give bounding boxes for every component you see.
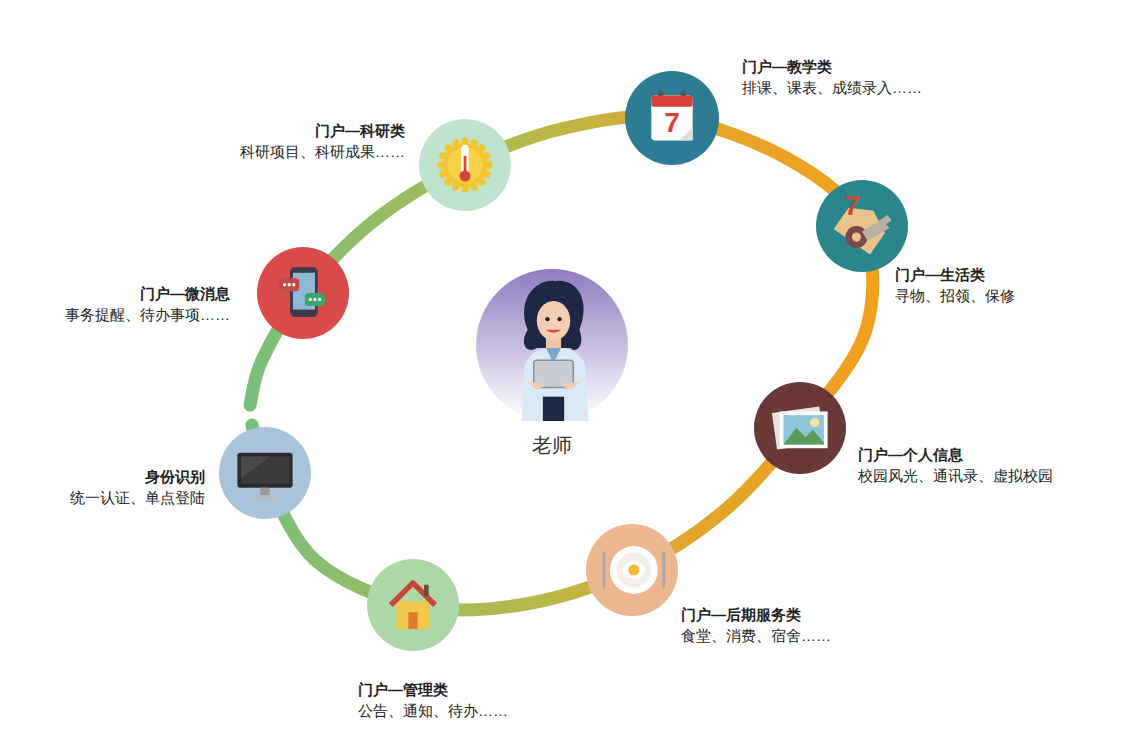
portal-circle: 门户—个人信息校园风光、通讯录、虚拟校园 [754, 382, 846, 474]
portal-detail: 公告、通知、待办…… [358, 700, 508, 721]
portal-detail: 科研项目、科研成果…… [240, 141, 405, 162]
text-block: 身份识别统一认证、单点登陆 [70, 466, 205, 508]
icon-circle [586, 524, 678, 616]
icon-circle [816, 180, 908, 272]
portal-circle: 门户—后期服务类食堂、消费、宿舍…… [586, 524, 678, 616]
portal-circle: 门户—生活类寻物、招领、保修 [816, 180, 908, 272]
portal-heading: 门户—教学类 [742, 56, 922, 77]
portal-circle: 门户—管理类公告、通知、待办…… [367, 559, 459, 651]
teacher-circle: 老师 [476, 269, 628, 421]
text-block: 门户—个人信息校园风光、通讯录、虚拟校园 [858, 444, 1053, 486]
portal-detail: 校园风光、通讯录、虚拟校园 [858, 465, 1053, 486]
text-block: 门户—生活类寻物、招领、保修 [895, 264, 1015, 306]
portal-heading: 门户—后期服务类 [681, 604, 831, 625]
portal-circle: 身份识别统一认证、单点登陆 [219, 427, 311, 519]
text-block: 门户—后期服务类食堂、消费、宿舍…… [681, 604, 831, 646]
text-block: 门户—管理类公告、通知、待办…… [358, 679, 508, 721]
portal-heading: 门户—生活类 [895, 264, 1015, 285]
icon-number: 7 [844, 192, 860, 220]
portal-detail: 老师 [532, 432, 572, 458]
portal-detail: 统一认证、单点登陆 [70, 487, 205, 508]
portal-heading: 门户—科研类 [240, 120, 405, 141]
text-block: 门户—微消息事务提醒、待办事项…… [65, 283, 230, 325]
icon-circle [219, 427, 311, 519]
icon-circle [419, 119, 511, 211]
portal-heading: 门户—管理类 [358, 679, 508, 700]
portal-detail: 事务提醒、待办事项…… [65, 304, 230, 325]
portal-heading: 身份识别 [70, 466, 205, 487]
portal-circle: 门户—科研类科研项目、科研成果…… [419, 119, 511, 211]
portal-detail: 排课、课表、成绩录入…… [742, 77, 922, 98]
text-block: 门户—教学类排课、课表、成绩录入…… [742, 56, 922, 98]
text-block: 老师 [532, 432, 572, 458]
portal-circle: 门户—微消息事务提醒、待办事项…… [257, 247, 349, 339]
portal-detail: 食堂、消费、宿舍…… [681, 625, 831, 646]
icon-circle [367, 559, 459, 651]
icon-circle [257, 247, 349, 339]
portal-detail: 寻物、招领、保修 [895, 285, 1015, 306]
text-block: 门户—科研类科研项目、科研成果…… [240, 120, 405, 162]
ring-band [250, 116, 873, 610]
portal-heading: 门户—个人信息 [858, 444, 1053, 465]
icon-number: 7 [664, 109, 680, 137]
icon-circle [754, 382, 846, 474]
teacher-figure [476, 269, 628, 421]
portal-heading: 门户—微消息 [65, 283, 230, 304]
